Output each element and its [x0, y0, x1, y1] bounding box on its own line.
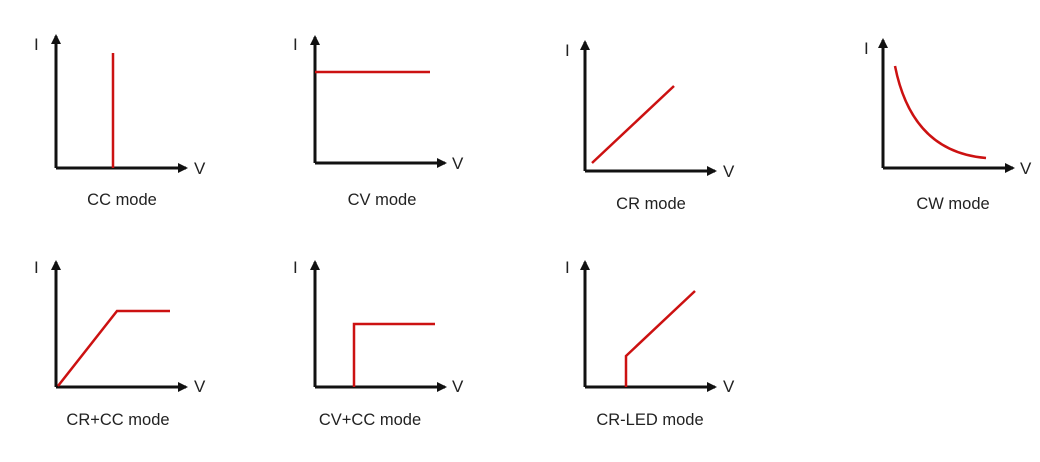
crcc-curve: [57, 309, 170, 387]
caption-cvcc: CV+CC mode: [318, 411, 422, 429]
panel-crcc-graph: [51, 260, 188, 392]
caption-cc: CC mode: [87, 191, 157, 209]
y-axis-label: I: [864, 39, 869, 58]
panel-cr-graph: [580, 40, 717, 176]
x-axis-label: V: [194, 159, 206, 178]
y-axis-label: I: [34, 35, 39, 54]
x-axis-label: V: [452, 377, 464, 396]
panel-crled-graph: [580, 260, 717, 392]
y-axis-label: I: [293, 35, 298, 54]
panel-cv-graph: [310, 35, 447, 168]
caption-cr: CR mode: [616, 195, 686, 213]
cr-curve: [591, 85, 675, 164]
x-axis-label: V: [723, 162, 735, 181]
crled-curve: [624, 290, 696, 387]
x-axis-label: V: [723, 377, 735, 396]
caption-crled: CR-LED mode: [596, 411, 704, 429]
panel-cc-graph: [51, 34, 188, 173]
y-axis-label: I: [565, 258, 570, 277]
y-axis-label: I: [565, 41, 570, 60]
x-axis-label: V: [452, 154, 464, 173]
x-axis-label: V: [1020, 159, 1032, 178]
y-axis-label: I: [293, 258, 298, 277]
panel-cw-graph: [878, 38, 1015, 173]
x-axis-label: V: [194, 377, 206, 396]
y-axis-label: I: [34, 258, 39, 277]
caption-cw: CW mode: [916, 195, 990, 213]
cw-curve: [893, 65, 987, 160]
caption-cv: CV mode: [347, 191, 417, 209]
caption-crcc: CR+CC mode: [66, 411, 170, 429]
cvcc-curve: [352, 322, 435, 387]
panel-cvcc-graph: [310, 260, 447, 392]
